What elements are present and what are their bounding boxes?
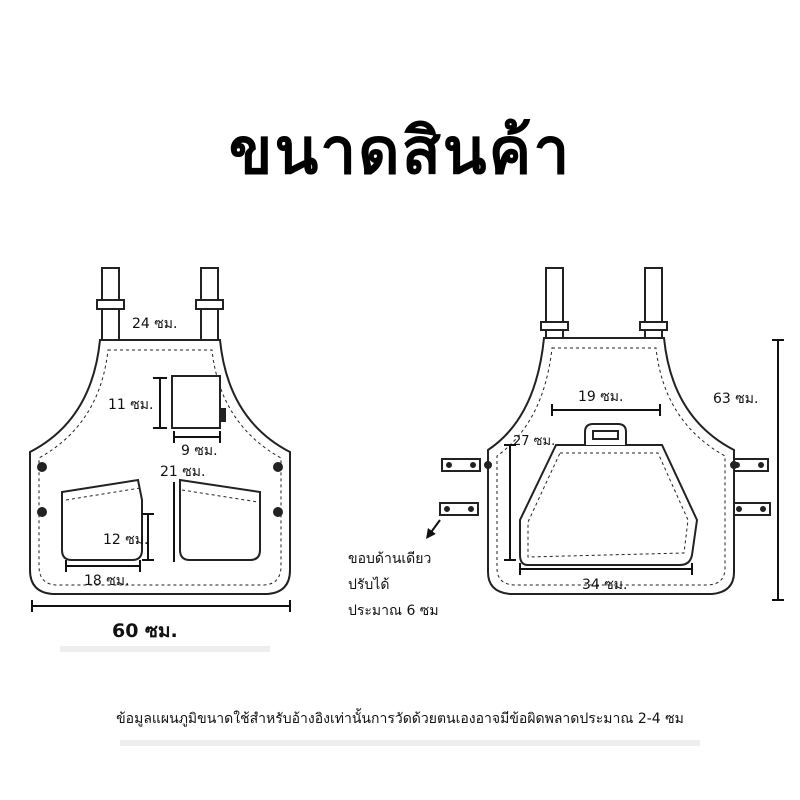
front-right-pocket <box>179 478 261 561</box>
front-chest-pocket <box>171 375 221 429</box>
front-side-pocket-height-inner-label: 12 ซม. <box>103 532 149 548</box>
back-apron-body <box>487 337 735 595</box>
back-apron <box>439 267 771 595</box>
back-top-pocket-width-label: 19 ซม. <box>578 389 624 405</box>
adjust-arrow <box>426 519 441 540</box>
front-right-buckle <box>195 299 224 310</box>
faint-reflection <box>60 646 270 652</box>
front-chest-pocket-height-label: 11 ซม. <box>108 397 154 413</box>
back-dimension-lines <box>504 339 784 601</box>
adjust-note-line: ประมาณ 6 ซม <box>348 603 439 619</box>
back-pocket-height-label: 27 ซม. <box>513 434 556 449</box>
back-total-length-label: 63 ซม. <box>713 391 759 407</box>
front-left-buckle <box>96 299 125 310</box>
adjust-note-line: ขอบด้านเดียว <box>348 551 432 567</box>
front-apron-body <box>29 339 291 595</box>
front-side-pocket-width-label: 18 ซม. <box>84 573 130 589</box>
front-side-pocket-height-outer-label: 21 ซม. <box>160 464 206 480</box>
adjustable-edge-note: ขอบด้านเดียว ปรับได้ ประมาณ 6 ซม <box>348 546 439 624</box>
back-large-pocket <box>519 444 699 566</box>
faint-reflection <box>120 740 700 746</box>
front-total-width-label: 60 ซม. <box>112 620 178 642</box>
back-pocket-width-label: 34 ซม. <box>582 577 628 593</box>
front-left-pocket <box>61 478 143 561</box>
front-apron-stitch <box>38 349 282 586</box>
page-title: ขนาดสินค้า <box>228 115 572 189</box>
front-apron <box>29 267 291 595</box>
front-strap-width-label: 24 ซม. <box>132 316 178 332</box>
adjust-note-line: ปรับได้ <box>348 577 390 593</box>
front-chest-pocket-width-label: 9 ซม. <box>181 443 218 459</box>
disclaimer-text: ข้อมูลแผนภูมิขนาดใช้สำหรับอ้างอิงเท่านั้… <box>116 711 684 727</box>
front-dimension-lines <box>31 377 291 612</box>
